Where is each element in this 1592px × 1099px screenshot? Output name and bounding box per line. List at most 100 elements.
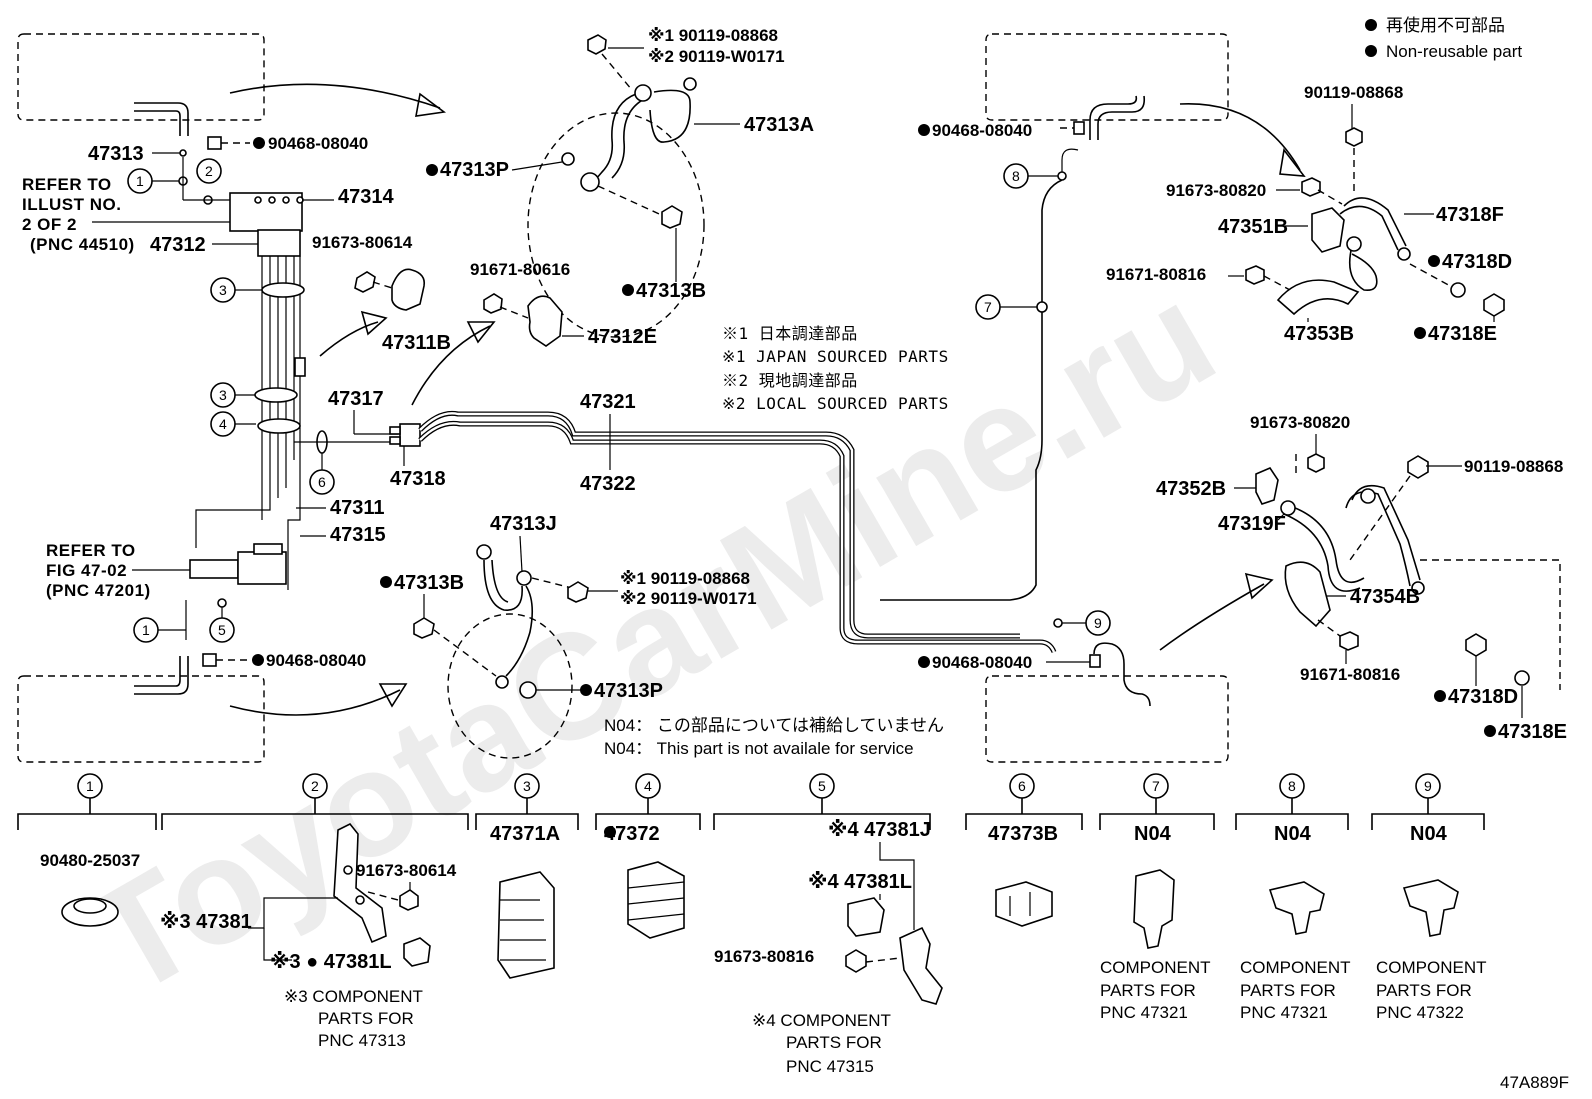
svg-text:47315: 47315 <box>330 524 386 546</box>
svg-text:※3 COMPONENT: ※3 COMPONENT <box>284 987 423 1006</box>
svg-text:47373B: 47373B <box>988 823 1058 845</box>
svg-text:※2 90119-W0171: ※2 90119-W0171 <box>620 589 757 608</box>
svg-text:91671-80816: 91671-80816 <box>1106 265 1206 284</box>
svg-text:90468-08040: 90468-08040 <box>932 121 1032 140</box>
group-header: 2 <box>161 773 469 830</box>
svg-text:47318: 47318 <box>390 468 446 490</box>
svg-text:PARTS FOR: PARTS FOR <box>1100 981 1196 1000</box>
clip-n04 <box>1402 879 1459 937</box>
bracket-47352B <box>1255 467 1279 505</box>
clip-n04 <box>1268 881 1325 935</box>
svg-text:N04： This part is not availale: N04： This part is not availale for servi… <box>604 739 914 758</box>
bolt-icon <box>1407 455 1429 479</box>
bracket-47381J <box>899 926 943 1005</box>
svg-text:9: 9 <box>1094 615 1102 631</box>
group-header: 6 <box>965 773 1083 830</box>
group-number-circle <box>514 773 540 799</box>
svg-text:47372: 47372 <box>604 823 660 845</box>
legend-jp: 再使用不可部品 <box>1386 15 1505 35</box>
svg-text:※4 COMPONENT: ※4 COMPONENT <box>752 1011 891 1030</box>
svg-text:47313P: 47313P <box>594 680 663 702</box>
group-number-circle <box>1143 773 1169 799</box>
svg-text:47353B: 47353B <box>1284 323 1354 345</box>
group-header: 1 <box>17 773 157 830</box>
svg-text:N04： この部品については補給していません: N04： この部品については補給していません <box>604 716 944 735</box>
group-number: 9 <box>1424 778 1432 794</box>
clip-icon <box>207 136 222 150</box>
bracket-47381 <box>333 822 387 944</box>
svg-text:47313P: 47313P <box>440 159 509 181</box>
group-number-circle <box>635 773 661 799</box>
group-number: 7 <box>1152 778 1160 794</box>
group-header: 5 <box>713 773 931 830</box>
svg-text:※3 ● 47381L: ※3 ● 47381L <box>270 951 392 973</box>
svg-text:91673-80820: 91673-80820 <box>1166 181 1266 200</box>
svg-text:47354B: 47354B <box>1350 586 1420 608</box>
svg-text:47322: 47322 <box>580 473 636 495</box>
bracket-47353B <box>1276 279 1360 316</box>
svg-text:91673-80816: 91673-80816 <box>714 947 814 966</box>
group-number-circle <box>809 773 835 799</box>
svg-text:1: 1 <box>136 173 144 189</box>
svg-text:90119-08868: 90119-08868 <box>1304 83 1403 102</box>
svg-text:8: 8 <box>1012 168 1020 184</box>
svg-text:47313B: 47313B <box>394 572 464 594</box>
svg-text:4: 4 <box>219 416 227 432</box>
brake-hose-47313A <box>589 93 637 187</box>
group-number: 8 <box>1288 778 1296 794</box>
svg-text:PARTS FOR: PARTS FOR <box>318 1009 414 1028</box>
svg-text:90468-08040: 90468-08040 <box>266 651 366 670</box>
brake-hose-47319F <box>1289 505 1365 583</box>
master-cylinder-block <box>189 559 239 579</box>
svg-text:47312: 47312 <box>150 234 206 256</box>
svg-text:N04: N04 <box>1410 823 1448 845</box>
svg-text:3: 3 <box>219 282 227 298</box>
svg-text:47312E: 47312E <box>588 326 657 348</box>
svg-text:91671-80616: 91671-80616 <box>470 260 570 279</box>
svg-text:47313B: 47313B <box>636 280 706 302</box>
svg-text:47314: 47314 <box>338 186 394 208</box>
svg-text:COMPONENT: COMPONENT <box>1376 958 1487 977</box>
bolt-icon <box>587 34 607 55</box>
svg-text:91673-80614: 91673-80614 <box>356 861 457 880</box>
svg-text:47313J: 47313J <box>490 513 557 535</box>
svg-text:PNC 47321: PNC 47321 <box>1100 1003 1188 1022</box>
note-text: ※1 日本調達部品 <box>722 324 858 343</box>
bracket-47312E <box>527 295 563 347</box>
svg-text:※3 47381: ※3 47381 <box>160 911 252 933</box>
svg-text:PNC 47321: PNC 47321 <box>1240 1003 1328 1022</box>
svg-text:REFER TO: REFER TO <box>46 541 136 560</box>
svg-text:※2 現地調達部品: ※2 現地調達部品 <box>722 371 858 390</box>
svg-text:47311B: 47311B <box>382 332 451 354</box>
svg-text:91673-80614: 91673-80614 <box>312 233 413 252</box>
svg-text:47318D: 47318D <box>1448 686 1518 708</box>
svg-text:PNC 47322: PNC 47322 <box>1376 1003 1464 1022</box>
clamp-47372 <box>627 861 685 939</box>
group-number-circle <box>1279 773 1305 799</box>
bracket-47354B <box>1284 561 1331 628</box>
svg-text:(PNC 44510): (PNC 44510) <box>30 235 135 254</box>
clip-n04 <box>1133 869 1175 949</box>
svg-text:90468-08040: 90468-08040 <box>932 653 1032 672</box>
clamp-47373B <box>995 881 1053 927</box>
svg-text:47317: 47317 <box>328 388 384 410</box>
svg-text:PNC 47315: PNC 47315 <box>786 1057 874 1076</box>
svg-text:91671-80816: 91671-80816 <box>1300 665 1400 684</box>
svg-text:47351B: 47351B <box>1218 216 1288 238</box>
group-number: 5 <box>818 778 826 794</box>
clamp <box>261 282 305 298</box>
svg-text:(PNC 47201): (PNC 47201) <box>46 581 151 600</box>
svg-text:※1 90119-08868: ※1 90119-08868 <box>620 569 750 588</box>
svg-text:※2 LOCAL SOURCED PARTS: ※2 LOCAL SOURCED PARTS <box>722 394 949 413</box>
svg-text:47319F: 47319F <box>1218 513 1286 535</box>
part-label: 47313 <box>88 143 144 165</box>
group-number-circle <box>77 773 103 799</box>
clamp-47371A <box>497 871 555 979</box>
non-reusable-dot-icon <box>1365 19 1377 31</box>
svg-text:47318D: 47318D <box>1442 251 1512 273</box>
group-number: 2 <box>311 778 319 794</box>
group-header: 8 <box>1235 773 1349 830</box>
legend-en: Non-reusable part <box>1386 42 1522 61</box>
